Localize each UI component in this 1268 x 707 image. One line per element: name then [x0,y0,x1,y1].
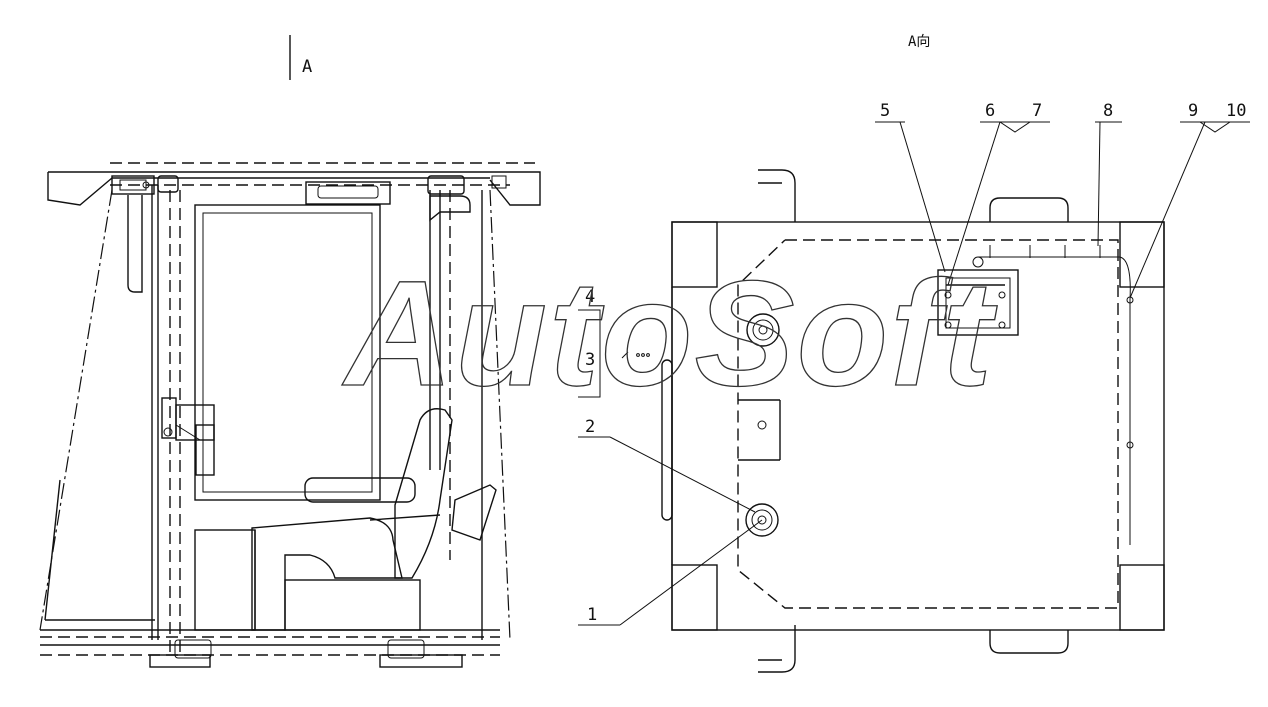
section-a-label: A [302,57,312,77]
callout-3: 3 [585,350,595,370]
view-a-top-view: A向 [621,34,1165,673]
callout-7: 7 [1032,101,1042,121]
callout-10: 10 [1226,101,1246,121]
callout-1: 1 [587,605,597,625]
callout-9: 9 [1188,101,1198,121]
cab-side-view: A [39,35,541,668]
callout-4: 4 [585,287,595,307]
callout-5: 5 [880,101,890,121]
view-a-label: A向 [908,34,930,50]
callout-6: 6 [985,101,995,121]
callouts: 1 2 3 4 5 6 7 8 9 10 [578,101,1250,626]
callout-2: 2 [585,417,595,437]
callout-8: 8 [1103,101,1113,121]
watermark: AutoSoft [341,249,998,417]
